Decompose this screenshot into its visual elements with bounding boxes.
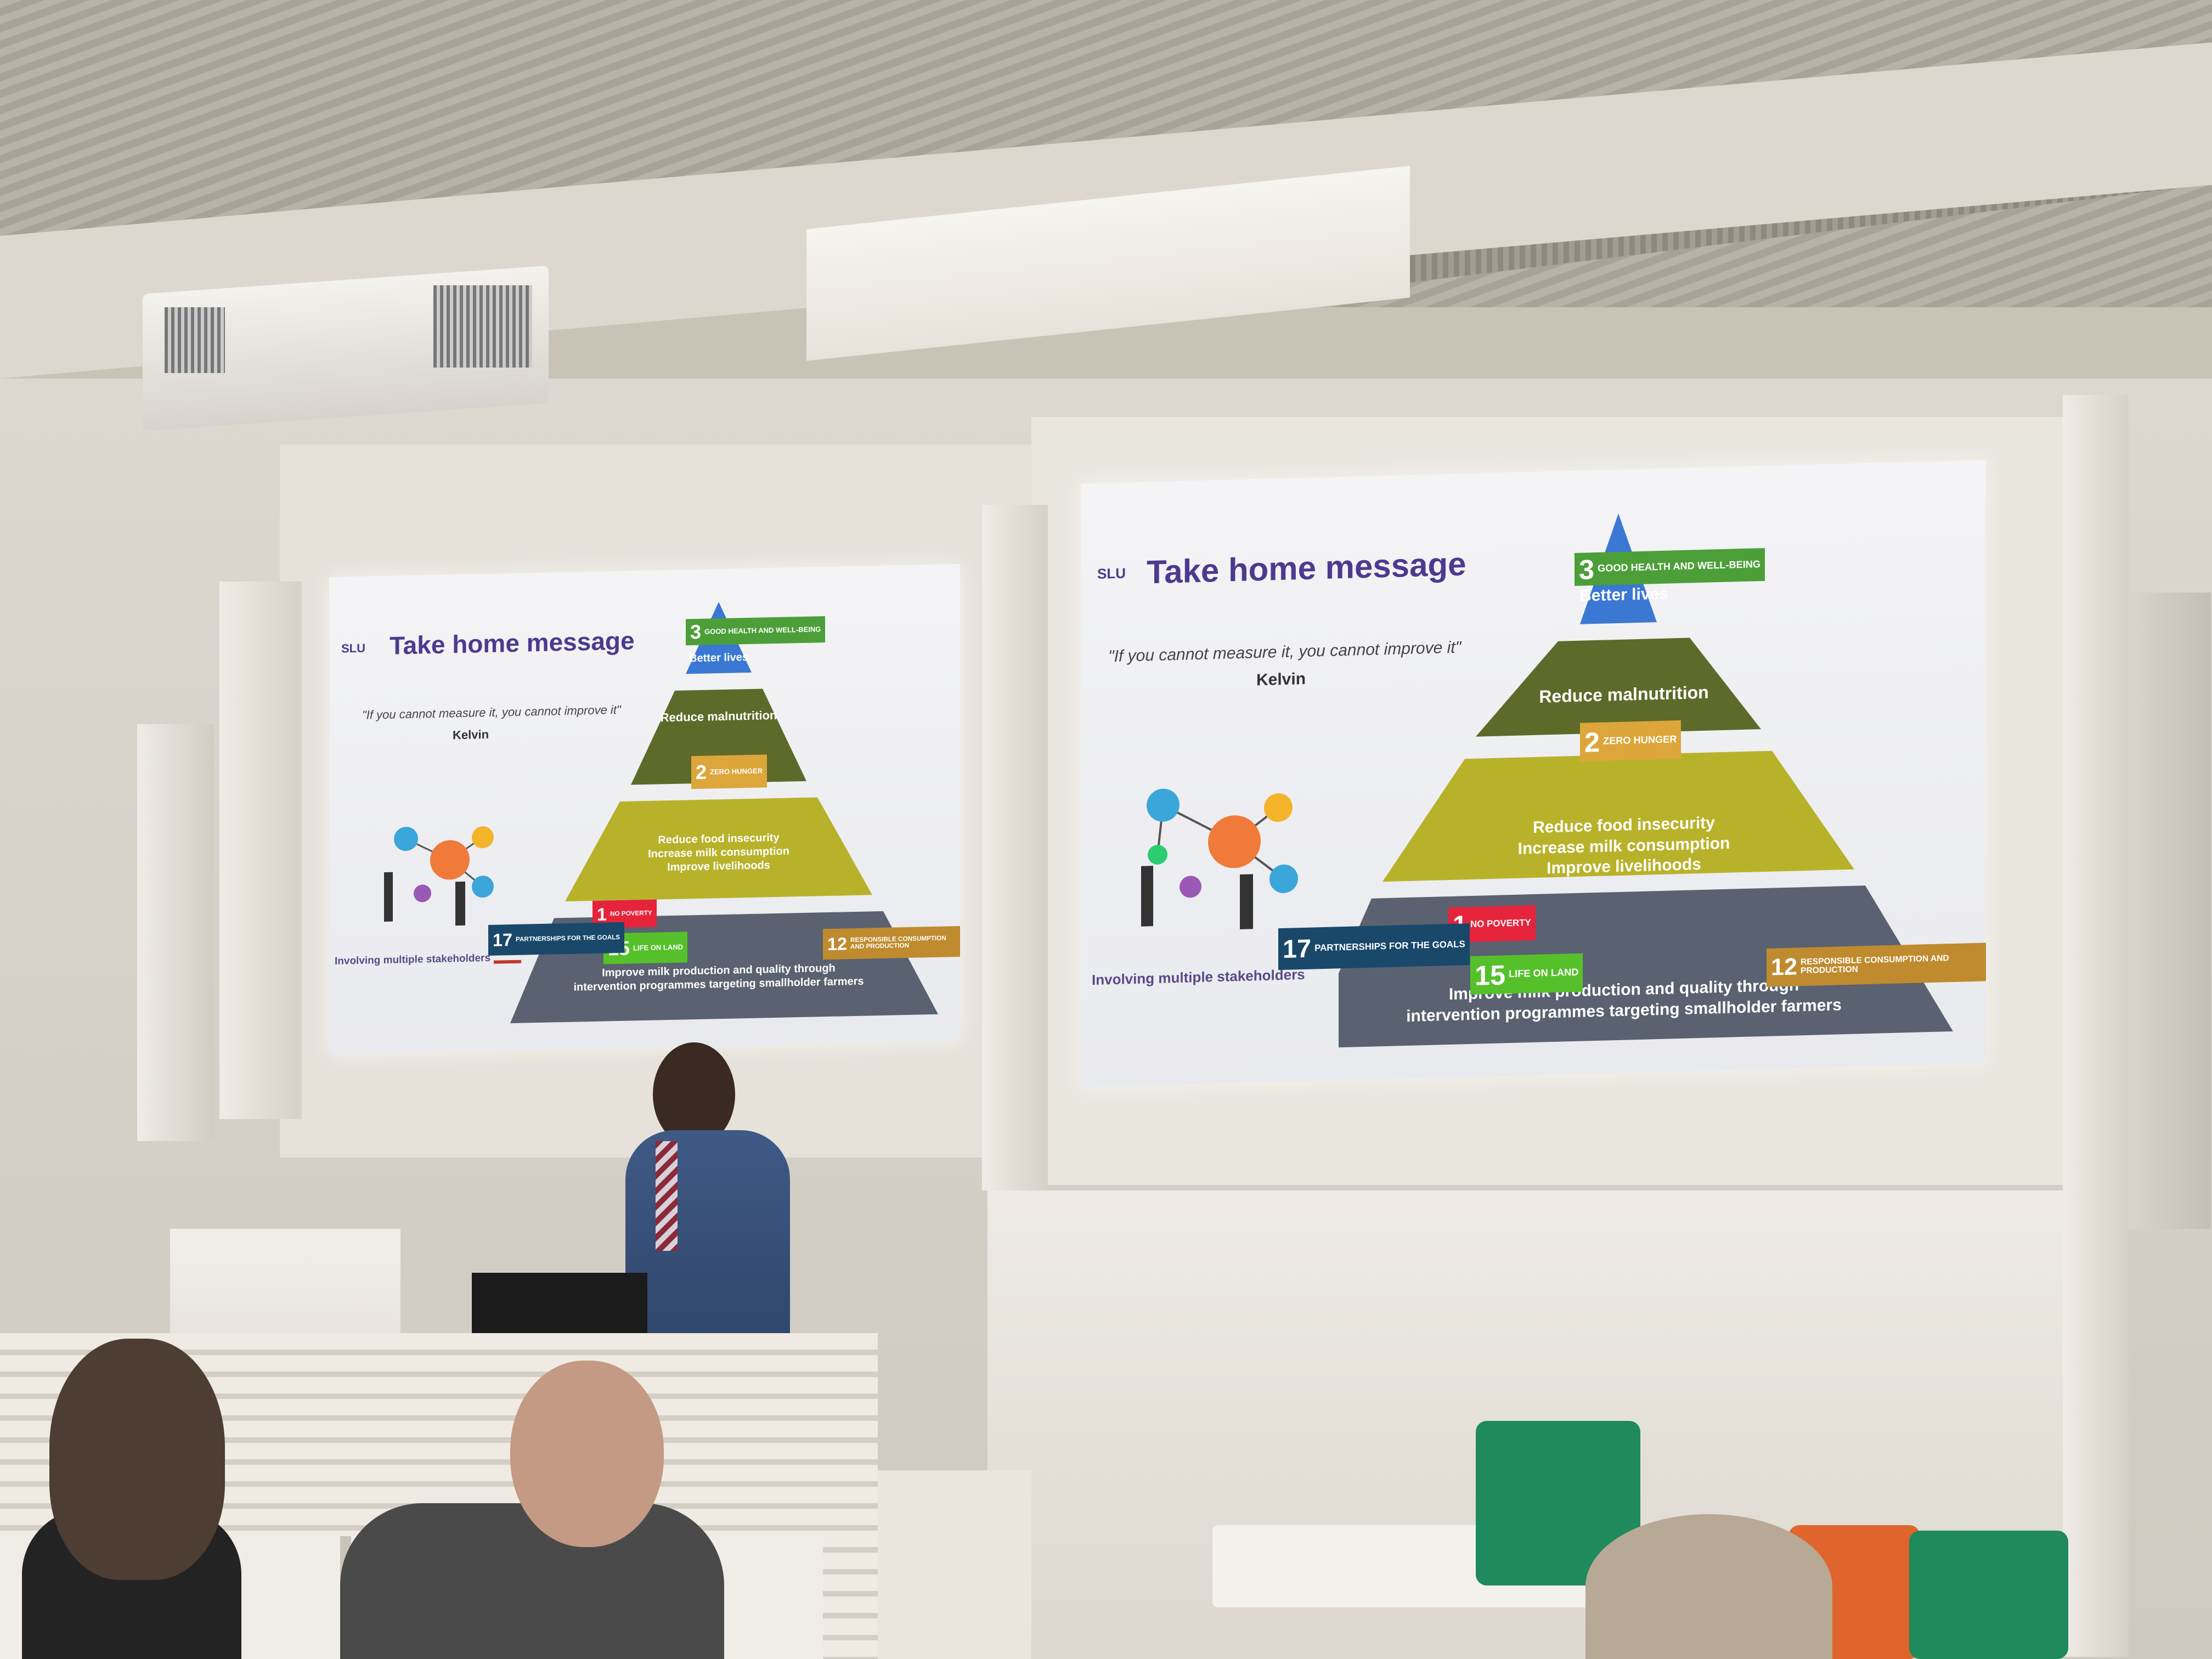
sdg12-badge: 12Responsible consumption and production: [1767, 943, 1986, 987]
projector-grille: [165, 307, 225, 373]
projection-screen-left: SLU Take home message "If you cannot mea…: [329, 563, 960, 1055]
projector-grille-right: [433, 285, 532, 368]
wall-speaker-left: [137, 724, 214, 1141]
presenter-tie: [656, 1141, 678, 1251]
presenter-head: [653, 1042, 735, 1147]
sdg2-badge: 2Zero hunger: [1580, 720, 1681, 761]
audience-member-center-head: [510, 1361, 664, 1547]
tier-third-line-3: Improve livelihoods: [1547, 855, 1701, 878]
tier-top-label: Better lives: [689, 651, 748, 665]
wall-pillar-left: [219, 582, 302, 1119]
side-desk: [878, 1470, 1031, 1659]
sdg17-badge: 17Partnerships for the goals: [488, 922, 625, 956]
sdg2-badge: 2Zero hunger: [691, 754, 768, 789]
sdg17-badge: 17Partnerships for the goals: [1278, 923, 1470, 970]
projection-screen-right: SLU Take home message "If you cannot mea…: [1081, 460, 1986, 1087]
tier-third-line-3: Improve livelihoods: [667, 859, 770, 874]
audience-member-center-body: [340, 1503, 724, 1659]
sdg3-badge: 3Good health and well-being: [1575, 548, 1765, 586]
sdg15-badge: 15Life on land: [1470, 953, 1583, 995]
tier-top-label: Better lives: [1579, 584, 1668, 605]
slide-quote-author: Kelvin: [1256, 669, 1306, 690]
slu-logo: SLU: [341, 641, 365, 656]
stakeholders-label: Involving multiple stakeholders: [335, 952, 491, 967]
green-chair-right: [1909, 1531, 2068, 1659]
audience-member-left-head: [49, 1339, 225, 1580]
stakeholder-network-illustration: [384, 826, 494, 926]
audience-member-right-head: [1585, 1514, 1832, 1659]
slide-quote-author: Kelvin: [453, 727, 489, 742]
sdg12-badge: 12Responsible consumption and production: [823, 926, 960, 960]
wall-pillar-right: [2063, 395, 2129, 1657]
wall-speaker-right: [2129, 592, 2211, 1229]
tier-third-labels: Reduce food insecurity Increase milk con…: [1476, 811, 1772, 881]
wall-pillar: [982, 505, 1048, 1190]
stakeholder-network-illustration: [1141, 788, 1298, 930]
tier-third-labels: Reduce food insecurity Increase milk con…: [603, 830, 834, 876]
slu-logo: SLU: [1097, 565, 1126, 582]
stakeholders-label: Involving multiple stakeholders: [1092, 966, 1305, 989]
sdg3-badge: 3Good health and well-being: [686, 616, 826, 646]
